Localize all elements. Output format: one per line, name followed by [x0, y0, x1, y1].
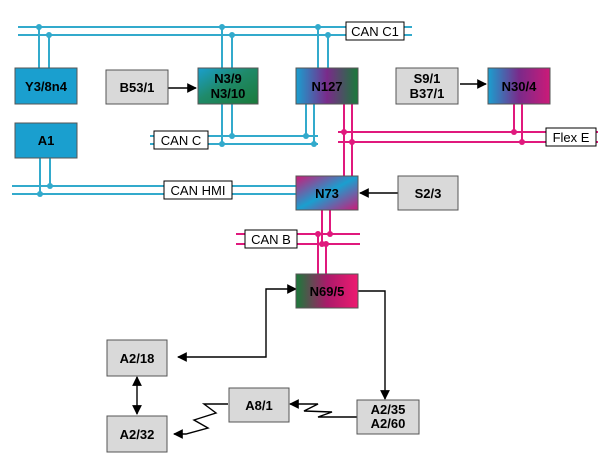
- node-a1[interactable]: A1: [14, 122, 78, 159]
- bus-label-can-c1: CAN C1: [345, 21, 405, 41]
- node-s2-3[interactable]: S2/3: [397, 175, 459, 211]
- node-a2-18[interactable]: A2/18: [106, 339, 168, 377]
- bus-label-can-c: CAN C: [153, 130, 209, 150]
- junction-dot: [327, 231, 333, 237]
- node-a2-32[interactable]: A2/32: [106, 415, 168, 453]
- node-n73-label: N73: [315, 186, 339, 201]
- node-a2-32-label: A2/32: [120, 427, 155, 442]
- node-b37-1-label: B37/1: [410, 86, 445, 101]
- bus-label-can-b: CAN B: [244, 229, 298, 249]
- node-a2-18-label: A2/18: [120, 351, 155, 366]
- junction-dot: [47, 183, 53, 189]
- n69-to-a2-18-arrow: [177, 284, 297, 362]
- junction-dot: [311, 141, 317, 147]
- bus-label-can-hmi: CAN HMI: [163, 180, 233, 200]
- node-n3-9[interactable]: N3/9 N3/10: [197, 67, 259, 105]
- node-s9-1[interactable]: S9/1 B37/1: [395, 67, 459, 105]
- junction-dot: [349, 139, 355, 145]
- node-n127[interactable]: N127: [295, 67, 359, 105]
- node-b53-1[interactable]: B53/1: [105, 69, 169, 105]
- can-junction-dots: [36, 24, 331, 197]
- junction-dot: [323, 241, 329, 247]
- junction-dot: [219, 141, 225, 147]
- flex-e-label: Flex E: [553, 130, 590, 145]
- node-n69-5[interactable]: N69/5: [295, 273, 359, 309]
- junction-dot: [219, 24, 225, 30]
- can-hmi-label: CAN HMI: [171, 183, 226, 198]
- junction-dot: [315, 24, 321, 30]
- junction-dot: [315, 231, 321, 237]
- can-bus-lines: [12, 26, 412, 195]
- junction-dot: [511, 129, 517, 135]
- node-y3-8n4[interactable]: Y3/8n4: [14, 67, 78, 105]
- node-a2-35-label: A2/35: [371, 402, 406, 417]
- junction-dot: [36, 24, 42, 30]
- node-n127-label: N127: [311, 79, 342, 94]
- bus-label-flex-e: Flex E: [545, 127, 597, 147]
- junction-dot: [303, 133, 309, 139]
- node-n30-4[interactable]: N30/4: [487, 67, 551, 105]
- node-n3-9-label: N3/9: [214, 71, 241, 86]
- node-s2-3-label: S2/3: [415, 186, 442, 201]
- node-s9-1-label: S9/1: [414, 71, 441, 86]
- node-n73[interactable]: N73: [295, 175, 359, 211]
- n69-to-a2-35-arrow: [358, 290, 390, 400]
- node-a8-1[interactable]: A8/1: [228, 387, 290, 423]
- node-n3-10-label: N3/10: [211, 86, 246, 101]
- junction-dot: [341, 129, 347, 135]
- node-n69-5-label: N69/5: [310, 284, 345, 299]
- can-c-label: CAN C: [161, 133, 201, 148]
- junction-dot: [229, 133, 235, 139]
- node-a8-1-label: A8/1: [245, 398, 272, 413]
- wireless-link-a8-a2-35: [289, 399, 357, 418]
- flex-junction-dots: [315, 129, 525, 247]
- can-b-label: CAN B: [251, 232, 291, 247]
- junction-dot: [46, 32, 52, 38]
- wireless-link-a8-a2-32: [173, 403, 228, 439]
- node-a2-60-label: A2/60: [371, 416, 406, 431]
- node-b53-1-label: B53/1: [120, 80, 155, 95]
- can-c1-label: CAN C1: [351, 24, 399, 39]
- node-y3-8n4-label: Y3/8n4: [25, 79, 68, 94]
- signal-arrows: [132, 79, 487, 439]
- junction-dot: [37, 191, 43, 197]
- node-a2-35[interactable]: A2/35 A2/60: [356, 399, 420, 435]
- junction-dot: [325, 32, 331, 38]
- node-n30-4-label: N30/4: [502, 79, 537, 94]
- node-a1-label: A1: [38, 133, 55, 148]
- junction-dot: [229, 32, 235, 38]
- junction-dot: [519, 139, 525, 145]
